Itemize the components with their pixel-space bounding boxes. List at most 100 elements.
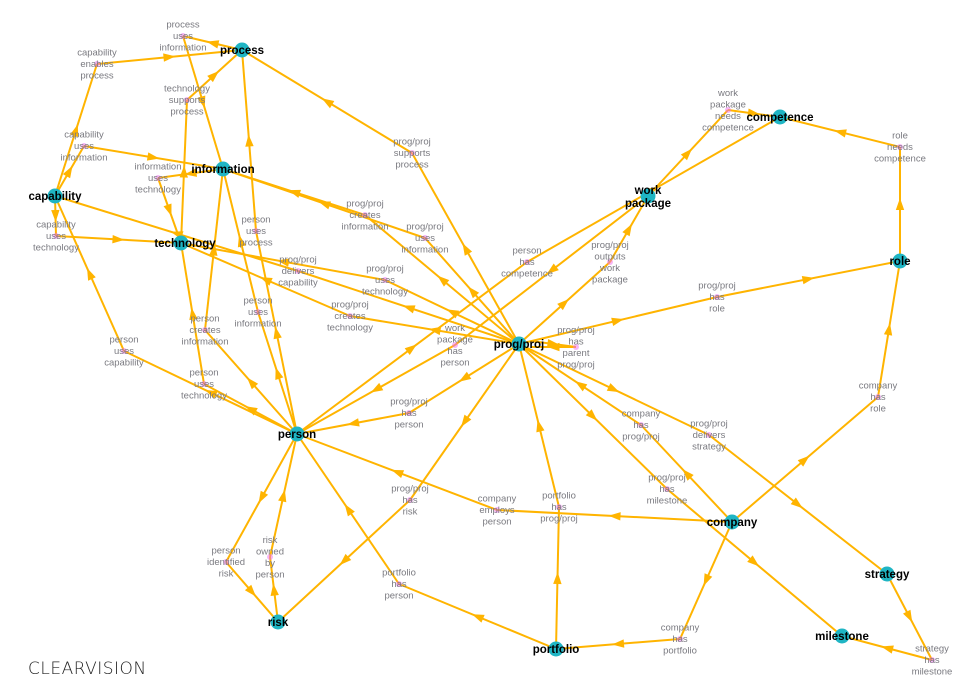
edge-source-arrow-icon <box>462 243 473 256</box>
node-circle[interactable] <box>234 42 250 58</box>
node-circle[interactable] <box>772 109 788 125</box>
edge-source-arrow-icon <box>404 344 417 355</box>
edge-label-dot <box>267 554 273 560</box>
edge[interactable] <box>222 168 298 435</box>
edge[interactable] <box>296 343 520 435</box>
edge-source-arrow-icon <box>247 377 259 390</box>
edge[interactable] <box>277 343 520 623</box>
node-milestone[interactable]: milestone <box>815 628 869 644</box>
edge[interactable] <box>296 195 649 435</box>
node-circle[interactable] <box>892 253 908 269</box>
edge-label-dot <box>155 175 161 181</box>
edge[interactable] <box>54 145 224 197</box>
node-role[interactable]: role <box>889 253 911 269</box>
node-process[interactable]: process <box>220 42 264 58</box>
node-circle[interactable] <box>215 161 231 177</box>
edge[interactable] <box>51 195 182 244</box>
edge[interactable] <box>296 433 733 523</box>
edge[interactable] <box>647 108 781 197</box>
edge-label-dot <box>362 212 368 218</box>
node-circle[interactable] <box>270 614 286 630</box>
edge-label-dot <box>929 657 935 663</box>
edge-source-arrow-icon <box>680 148 693 161</box>
edge-target-arrow-icon <box>347 418 360 427</box>
node-risk[interactable]: risk <box>268 614 289 630</box>
edge[interactable] <box>222 168 520 345</box>
edge[interactable] <box>518 343 843 637</box>
edge[interactable] <box>518 343 733 523</box>
edge[interactable] <box>269 433 298 623</box>
edge[interactable] <box>182 35 243 170</box>
node-label: person <box>278 429 316 441</box>
edge[interactable] <box>241 49 298 435</box>
node-capability[interactable]: capability <box>28 188 82 204</box>
node-circle[interactable] <box>511 336 527 352</box>
node-progproj[interactable]: prog/proj <box>494 336 544 352</box>
node-circle[interactable] <box>289 426 305 442</box>
node-strategy[interactable]: strategy <box>865 566 910 582</box>
edge[interactable] <box>555 521 733 650</box>
edge[interactable] <box>731 260 901 523</box>
edge-label-dot <box>347 313 353 319</box>
edge-target-arrow-icon <box>244 584 256 597</box>
node-circle[interactable] <box>640 188 656 204</box>
node-information[interactable]: information <box>191 161 255 177</box>
edge-target-arrow-icon <box>881 645 894 654</box>
edge[interactable] <box>530 339 577 352</box>
edge-label-dot <box>706 432 712 438</box>
edge-source-arrow-icon <box>797 455 810 467</box>
edge-target-arrow-icon <box>344 504 355 517</box>
edge[interactable] <box>54 195 298 435</box>
edge-label-dot <box>524 259 530 265</box>
edge[interactable] <box>518 343 562 650</box>
edge-target-arrow-icon <box>801 276 815 285</box>
edge[interactable] <box>180 242 298 435</box>
edge[interactable] <box>518 260 901 345</box>
node-circle[interactable] <box>724 514 740 530</box>
edge[interactable] <box>54 49 243 197</box>
node-circle[interactable] <box>173 235 189 251</box>
node-circle[interactable] <box>548 641 564 657</box>
edge-label-dot <box>677 636 683 642</box>
node-company[interactable]: company <box>707 514 758 530</box>
node-circle[interactable] <box>879 566 895 582</box>
edge-source-arrow-icon <box>184 168 198 177</box>
edge[interactable] <box>841 573 933 661</box>
edge[interactable] <box>225 433 298 623</box>
node-competence[interactable]: competence <box>746 109 814 125</box>
edge-in-arrow-icon <box>547 342 560 352</box>
edge-target-arrow-icon <box>391 469 405 479</box>
edge-label-dot <box>452 342 458 348</box>
edge-source-arrow-icon <box>468 286 480 299</box>
edge-label-dot <box>573 344 579 350</box>
edge[interactable] <box>518 343 888 575</box>
node-technology[interactable]: technology <box>154 235 216 251</box>
node-circle[interactable] <box>47 188 63 204</box>
node-circle[interactable] <box>834 628 850 644</box>
node-person[interactable]: person <box>278 426 316 442</box>
edge[interactable] <box>296 433 557 650</box>
edge[interactable] <box>179 49 243 244</box>
edge[interactable] <box>204 168 298 435</box>
edge[interactable] <box>241 49 520 345</box>
edge-label-dot <box>409 150 415 156</box>
edge[interactable] <box>518 195 649 345</box>
edge[interactable] <box>779 116 905 261</box>
node-portfolio[interactable]: portfolio <box>533 641 580 657</box>
